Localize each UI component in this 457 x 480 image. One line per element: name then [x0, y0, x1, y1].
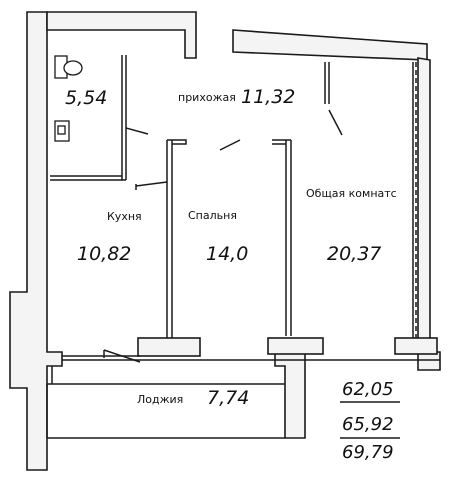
bathroom-area: 5,54 [65, 87, 108, 109]
outer-wall-right [417, 57, 441, 371]
bathroom-wall [121, 55, 127, 128]
hallway-label: прихожая [178, 91, 236, 104]
toilet-bowl-icon [63, 60, 83, 76]
living-room-area: 20,37 [327, 243, 382, 265]
hall-stub [324, 62, 330, 104]
bedroom-label: Спальня [188, 209, 237, 222]
total-area-2: 65,92 [342, 414, 394, 435]
window-sill-living-right [394, 337, 438, 355]
kitchen-door [135, 181, 168, 190]
living-door [328, 109, 343, 136]
bedroom-left-cap [167, 139, 187, 145]
sink-basin-icon [57, 125, 66, 135]
loggia-area: 7,74 [207, 387, 250, 409]
bedroom-right-cap [272, 139, 291, 145]
bathroom-door [125, 127, 149, 135]
bedroom-door [219, 139, 241, 151]
bedroom-area: 14,0 [206, 243, 249, 265]
loggia-outline [46, 383, 285, 439]
kitchen-area: 10,82 [77, 243, 132, 265]
loggia-label: Лоджия [137, 393, 184, 406]
kitchen-top-wall [50, 175, 126, 181]
total-area-3: 69,79 [342, 442, 394, 463]
hallway-area: 11,32 [241, 86, 296, 108]
loggia-door [103, 349, 141, 363]
window-sill-living-left [267, 337, 324, 355]
living-room-label: Общая комнатс [306, 187, 397, 200]
kitchen-label: Кухня [107, 210, 142, 223]
bedroom-right-wall [285, 140, 292, 336]
center-pier [274, 349, 306, 439]
outer-wall-left [9, 11, 63, 471]
bedroom-left-wall [166, 140, 173, 338]
outer-wall-top-left [46, 11, 197, 59]
outer-wall-top-right [232, 29, 428, 61]
window-sill-bedroom [137, 337, 201, 357]
total-area-1: 62,05 [342, 379, 394, 400]
kitchen-hall-wall [121, 128, 127, 180]
